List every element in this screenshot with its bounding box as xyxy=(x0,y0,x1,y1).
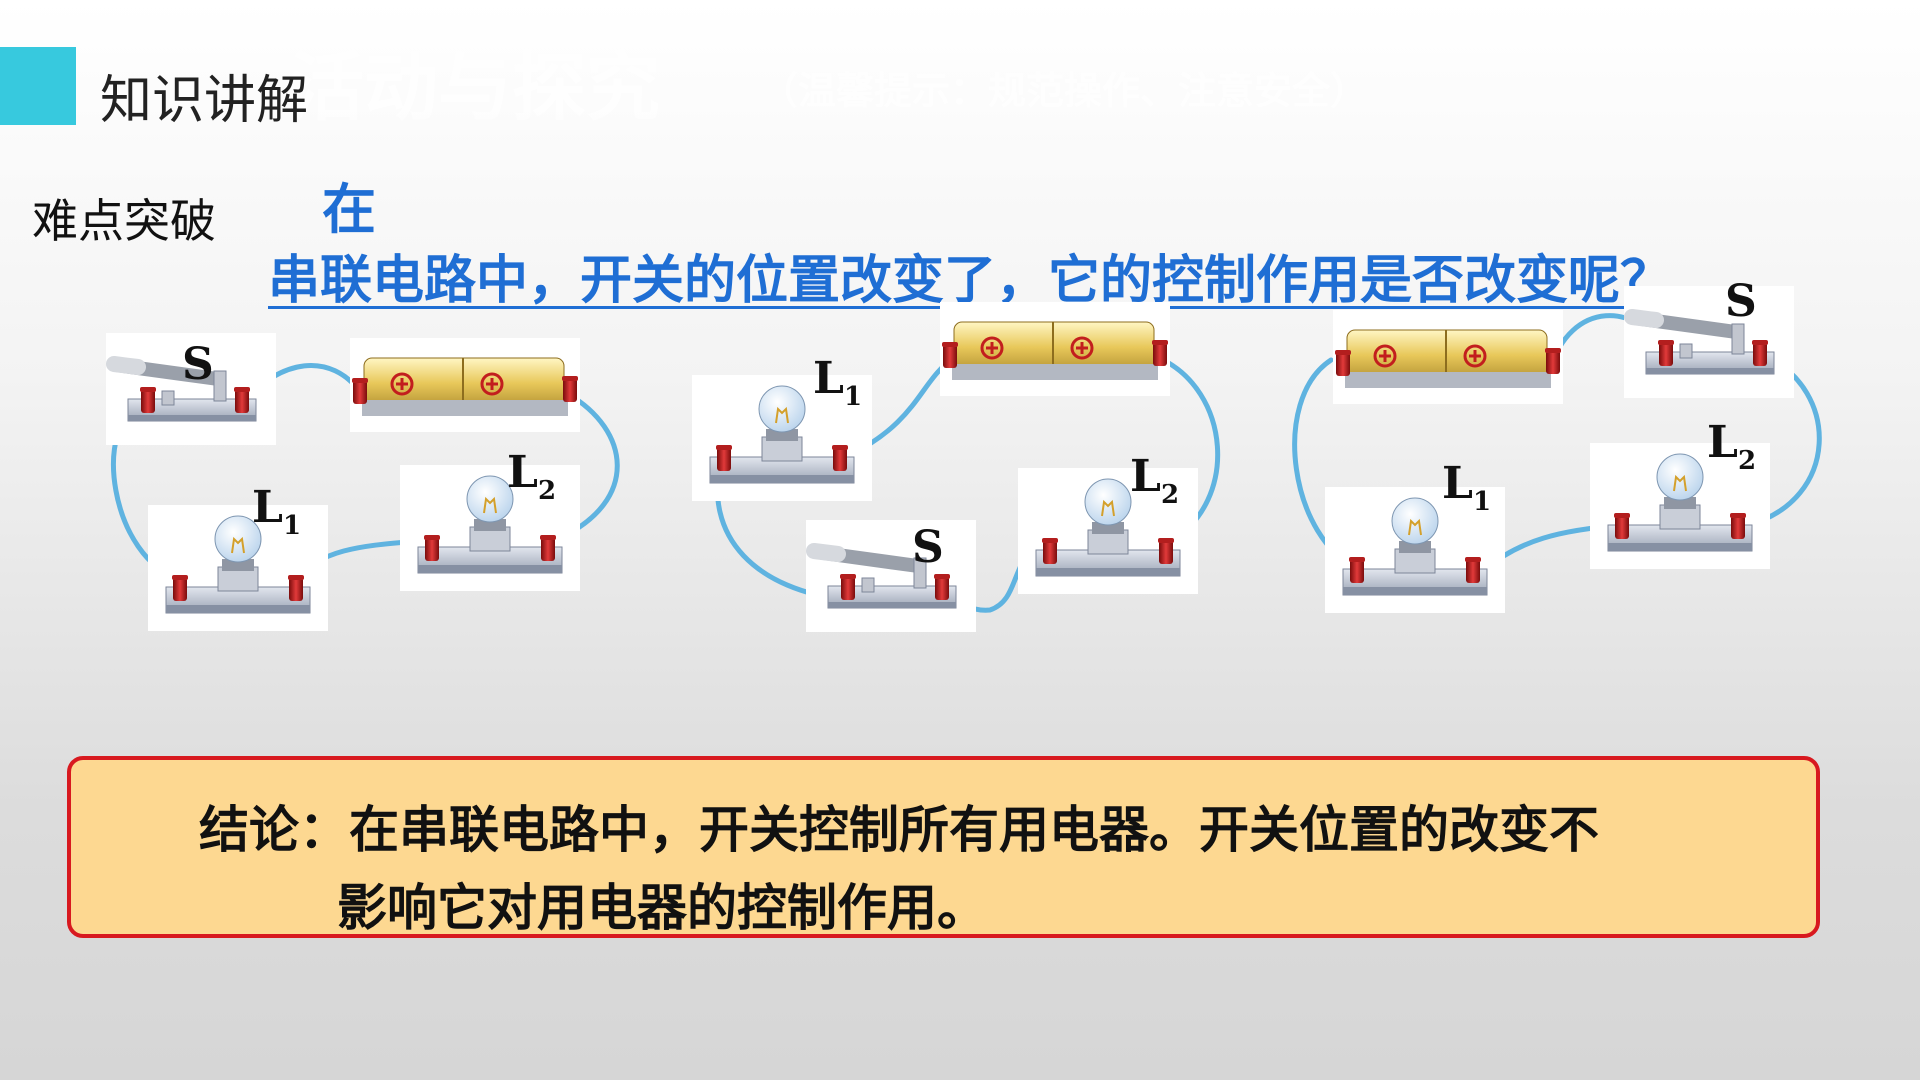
ghost-note: （温馨提示：规范操作、注意安全） xyxy=(760,69,1369,113)
question-line-2: 串联电路中，开关的位置改变了，它的控制作用是否改变呢？ xyxy=(268,251,1673,311)
circuit1-switch-label: S xyxy=(182,339,214,390)
conclusion-line-2: 影响它对用电器的控制作用。 xyxy=(337,879,987,937)
header-accent-bar xyxy=(0,47,76,125)
circuit3-lamp1-label: L1 xyxy=(1442,458,1491,517)
circuit2-lamp2-label: L2 xyxy=(1130,451,1179,510)
ghost-title: 活动与探究 xyxy=(290,45,660,131)
section-title: 知识讲解 xyxy=(100,71,309,131)
circuit1-lamp1-label: L1 xyxy=(252,482,301,541)
circuit2-switch-label: S xyxy=(912,522,944,573)
circuit3-lamp2-label: L2 xyxy=(1707,417,1756,476)
question-line-1: 在 xyxy=(322,178,376,241)
circuit1-lamp2-label: L2 xyxy=(507,447,556,506)
circuit2-lamp1-label: L1 xyxy=(813,353,862,412)
circuit-2 xyxy=(692,302,1198,632)
circuit3-switch-label: S xyxy=(1725,276,1757,327)
conclusion-line-1: 结论：在串联电路中，开关控制所有用电器。开关位置的改变不 xyxy=(199,801,1599,859)
conclusion-box: 结论：在串联电路中，开关控制所有用电器。开关位置的改变不 影响它对用电器的控制作… xyxy=(67,756,1820,938)
side-label: 难点突破 xyxy=(32,194,216,248)
